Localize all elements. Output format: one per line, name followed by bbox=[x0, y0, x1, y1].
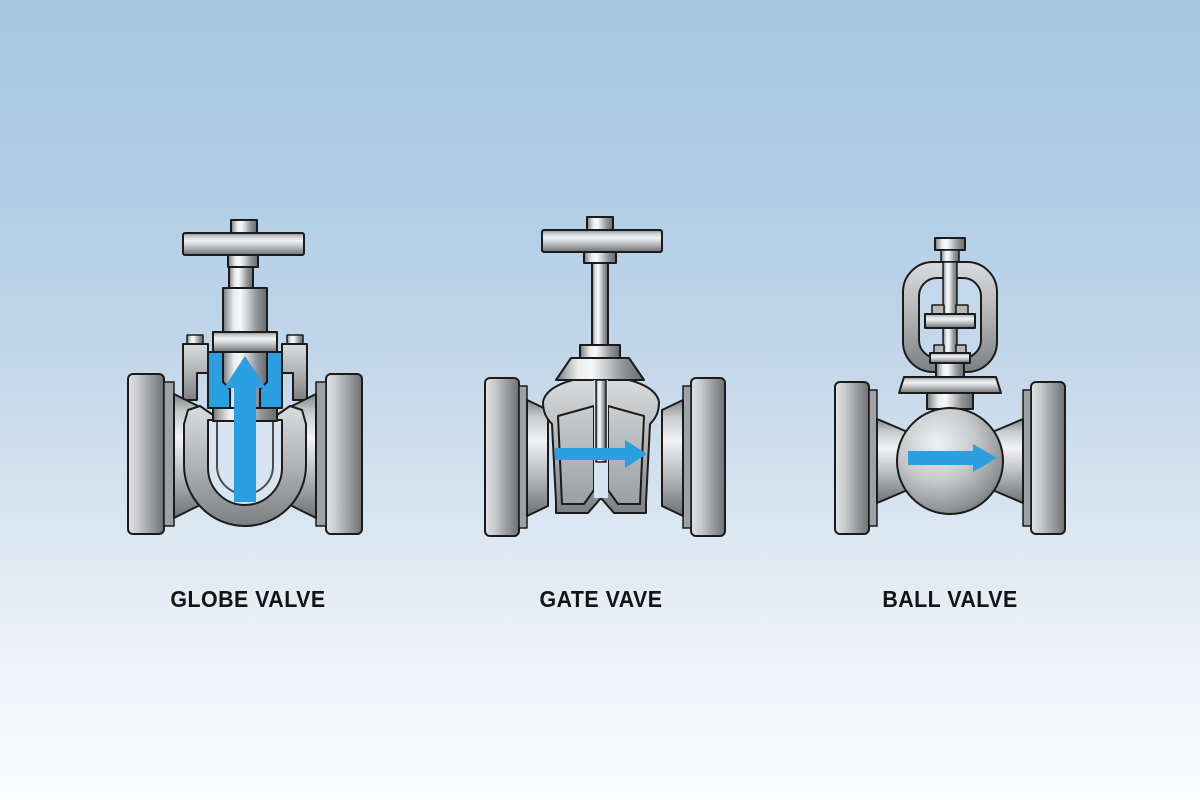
gland-flange-upper bbox=[924, 313, 976, 329]
end-flange-right bbox=[325, 373, 363, 535]
end-flange-left bbox=[484, 377, 520, 537]
yoke-bracket-left bbox=[182, 343, 209, 401]
flow-arrow-icon bbox=[224, 356, 266, 502]
yoke-bracket-right bbox=[281, 343, 308, 401]
end-flange-left bbox=[127, 373, 165, 535]
lower-bolt-left bbox=[933, 344, 945, 354]
ball-valve-label: BALL VALVE bbox=[882, 586, 1018, 612]
handwheel-stub bbox=[586, 216, 614, 232]
gate-valve-figure bbox=[470, 210, 740, 545]
lower-bolt-right bbox=[955, 344, 967, 354]
end-flange-right bbox=[690, 377, 726, 537]
gland-flange bbox=[212, 331, 278, 353]
gland-bolt-right bbox=[955, 304, 969, 315]
globe-valve-label: GLOBE VALVE bbox=[170, 586, 326, 612]
globe-valve-illustration bbox=[127, 219, 363, 535]
globe-valve-figure bbox=[120, 210, 370, 545]
flow-arrow-icon bbox=[908, 444, 997, 472]
wheel-hub bbox=[227, 254, 259, 268]
bonnet bbox=[555, 357, 645, 381]
stem-cap-neck bbox=[940, 249, 960, 263]
pipe-right bbox=[661, 399, 684, 517]
flange-lip-left bbox=[518, 385, 528, 529]
gate-valve-illustration bbox=[484, 216, 726, 537]
valve-stem bbox=[591, 262, 609, 348]
bonnet bbox=[222, 287, 268, 333]
wheel-hub bbox=[583, 251, 617, 264]
flange-lip-left bbox=[163, 381, 175, 527]
flow-arrow-icon bbox=[555, 440, 647, 468]
flange-lip-right bbox=[315, 381, 327, 527]
ball-valve-illustration bbox=[834, 237, 1066, 535]
gland-bolt-left bbox=[931, 304, 945, 315]
gate-wedge bbox=[595, 379, 607, 463]
stem-collar bbox=[579, 344, 621, 359]
ball-valve-figure bbox=[820, 235, 1080, 545]
valve-stem bbox=[228, 266, 254, 289]
handwheel bbox=[182, 232, 305, 256]
flange-lip-right bbox=[682, 385, 692, 529]
flange-lip-left bbox=[868, 389, 878, 527]
flange-lip-right bbox=[1022, 389, 1032, 527]
end-flange-left bbox=[834, 381, 870, 535]
mounting-flange bbox=[898, 376, 1002, 394]
gland-flange-lower bbox=[929, 352, 971, 364]
body-neck bbox=[926, 392, 974, 410]
handwheel bbox=[541, 229, 663, 253]
pipe-left bbox=[526, 399, 549, 517]
end-flange-right bbox=[1030, 381, 1066, 535]
stem-cap bbox=[934, 237, 966, 251]
gate-valve-label: GATE VAVE bbox=[539, 586, 663, 612]
